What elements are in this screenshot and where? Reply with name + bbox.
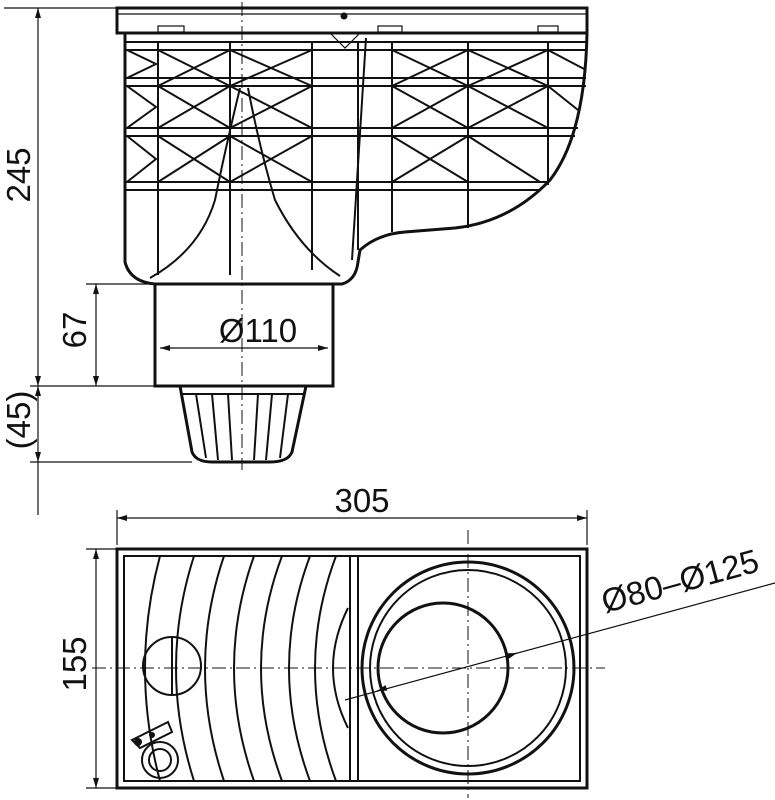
dim-outlet-height: 67	[56, 312, 93, 349]
dim-grate-height: (45)	[0, 391, 37, 450]
lattice-ribs	[125, 41, 587, 275]
lid	[115, 6, 589, 35]
dim-outlet-diameter: Ø110	[219, 312, 297, 349]
grate-basket	[178, 384, 308, 464]
dim-length: 305	[334, 482, 389, 519]
side-view: 245 67 (45) Ø110	[0, 2, 589, 515]
dim-width: 155	[56, 636, 93, 691]
valve-plug-icon	[130, 720, 179, 779]
dim-height-total: 245	[0, 147, 37, 202]
dim-inlet-range: Ø80–Ø125	[597, 542, 763, 620]
top-view: 305	[56, 482, 775, 798]
lid-screw-icon	[340, 12, 348, 20]
